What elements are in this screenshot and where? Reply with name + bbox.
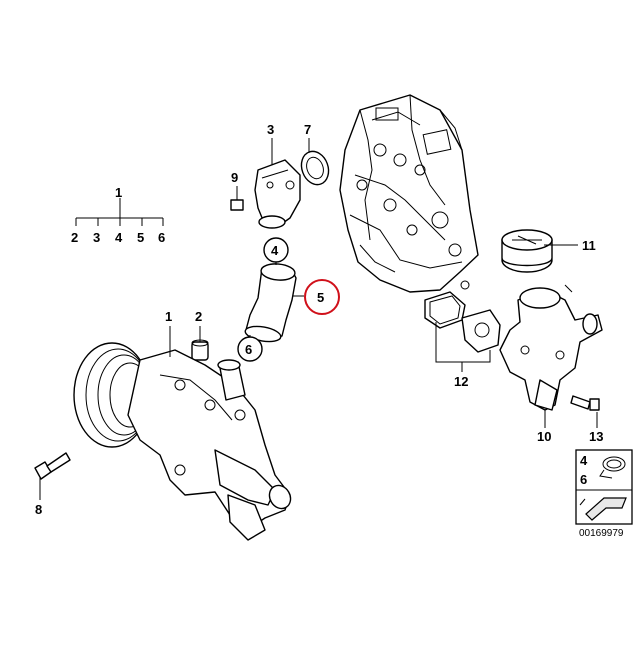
legend-label-4: 4 (580, 453, 588, 468)
label-sub-5: 5 (137, 230, 144, 245)
arrow-icon (585, 497, 627, 521)
label-3: 3 (267, 122, 274, 137)
circled-label-6 (237, 336, 263, 362)
diagram-number: 00169979 (579, 528, 624, 539)
label-sub-4: 4 (115, 230, 123, 245)
label-1-group: 1 (115, 185, 122, 200)
legend-label-6: 6 (580, 472, 587, 487)
part-13-bolt (570, 395, 600, 411)
label-7: 7 (304, 122, 311, 137)
legend-box (575, 449, 633, 525)
label-4: 4 (271, 243, 279, 258)
part-11-cap (501, 229, 553, 273)
highlight-circle-part-5[interactable] (304, 279, 340, 315)
part-12-thermostat (424, 280, 501, 353)
part-2-sleeve (191, 339, 209, 361)
label-5: 5 (317, 290, 324, 305)
engine-block-illustration (339, 94, 479, 293)
part-5-hose (244, 263, 297, 343)
part-3-housing-elbow (254, 159, 301, 229)
label-2: 2 (195, 309, 202, 324)
part-8-bolt (34, 452, 71, 480)
part-7-gasket (300, 150, 330, 186)
label-sub-6: 6 (158, 230, 165, 245)
circled-label-4 (263, 237, 289, 263)
part-10-housing (499, 284, 603, 411)
label-8: 8 (35, 502, 42, 517)
leader-lines (39, 138, 598, 500)
label-sub-3: 3 (93, 230, 100, 245)
label-6: 6 (245, 342, 252, 357)
part-1-water-pump (73, 342, 292, 541)
label-11: 11 (582, 238, 596, 253)
label-13: 13 (589, 429, 603, 444)
label-1: 1 (165, 309, 172, 324)
label-sub-2: 2 (71, 230, 78, 245)
label-10: 10 (537, 429, 551, 444)
label-12: 12 (454, 374, 468, 389)
label-9: 9 (231, 170, 238, 185)
